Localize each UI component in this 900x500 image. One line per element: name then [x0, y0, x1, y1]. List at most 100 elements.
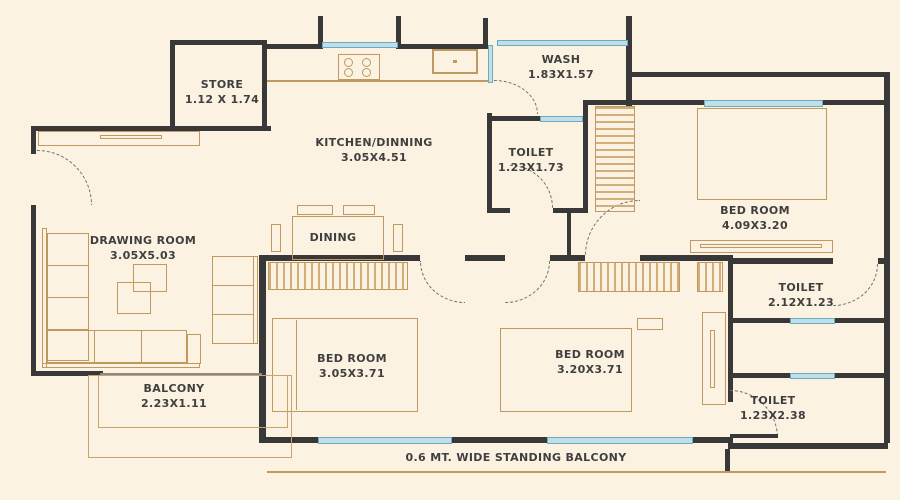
wardrobe [578, 262, 680, 292]
room-name: DRAWING ROOM [89, 234, 197, 247]
wall [262, 44, 267, 131]
balcony-parapet-wall [100, 373, 262, 376]
bed [500, 328, 632, 412]
sofa-armrest [187, 334, 201, 364]
room-label-bedroom-mid: BED ROOM 3.20X3.71 [555, 348, 625, 377]
wall [318, 16, 323, 49]
room-label-kitchen: KITCHEN/DINNING 3.05X4.51 [315, 136, 432, 165]
wall [728, 318, 790, 323]
window [540, 116, 583, 122]
wall [401, 44, 487, 49]
window [497, 40, 628, 46]
sofa-divider [94, 330, 95, 363]
cabinet [702, 312, 726, 405]
wall [835, 318, 886, 323]
wall [31, 126, 36, 154]
sofa-divider [47, 297, 89, 298]
note-text: 0.6 MT. WIDE STANDING BALCONY [405, 451, 627, 464]
room-dims: 4.09X3.20 [722, 218, 788, 232]
wall [878, 258, 886, 264]
room-dims: 2.12X1.23 [768, 295, 834, 309]
window [488, 45, 493, 83]
room-dims: 3.05X5.03 [110, 248, 176, 262]
sofa-two-seater [212, 256, 254, 344]
dining-chair [271, 224, 281, 252]
room-dims: 1.12 X 1.74 [184, 92, 260, 106]
room-name: TOILET [508, 146, 554, 159]
sofa-divider [212, 314, 254, 315]
room-name: DINING [309, 231, 357, 244]
wall [567, 210, 571, 257]
toilet-bottom-door-leaf [730, 434, 778, 438]
wall [259, 255, 266, 443]
room-label-toilet-bottom: TOILET 1.23X2.38 [740, 394, 806, 423]
wall [170, 40, 175, 131]
bed [697, 108, 827, 200]
stove-burner-icon [344, 58, 353, 67]
wall [452, 437, 547, 443]
stove-icon [338, 54, 380, 80]
room-name: WASH [541, 53, 581, 66]
kitchen-counter-edge [267, 80, 488, 82]
sofa-back [42, 363, 200, 368]
sofa-row-seats [47, 330, 187, 363]
wall [487, 113, 492, 213]
wall [835, 373, 884, 378]
room-label-drawing-room: DRAWING ROOM 3.05X5.03 [90, 234, 196, 263]
center-table [117, 282, 151, 314]
dresser [690, 240, 833, 253]
wall [483, 18, 488, 49]
room-dims: 3.20X3.71 [557, 362, 623, 376]
balcony-outer-outline [88, 375, 292, 458]
wash-door-arc [494, 80, 538, 114]
dining-table [292, 216, 384, 260]
bed-headboard-line [296, 320, 297, 410]
room-dims: 3.05X3.71 [319, 366, 385, 380]
room-label-store: STORE 1.12 X 1.74 [185, 78, 259, 107]
wall [640, 255, 733, 261]
wall [728, 260, 733, 402]
room-name: BED ROOM [555, 348, 625, 361]
wardrobe [697, 262, 723, 292]
wall [487, 208, 510, 213]
room-label-balcony: BALCONY 2.23X1.11 [141, 382, 207, 411]
stove-burner-icon [362, 58, 371, 67]
sofa-divider [141, 330, 142, 363]
dining-chair [393, 224, 403, 252]
dining-chair [343, 205, 375, 215]
sink-icon [432, 49, 478, 74]
wall [583, 105, 588, 213]
cabinet-slot [710, 330, 715, 388]
sofa-divider [212, 285, 254, 286]
standing-balcony-edge [267, 471, 886, 473]
toilet-mid-door-arc [833, 264, 878, 306]
wall [550, 255, 585, 261]
stove-burner-icon [344, 68, 353, 77]
entrance-door-arc [37, 150, 92, 205]
room-dims: 3.05X4.51 [341, 150, 407, 164]
nightstand [637, 318, 663, 330]
wall [170, 40, 267, 45]
shoe-cabinet-slot [100, 135, 162, 139]
room-label-bedroom-left: BED ROOM 3.05X3.71 [317, 352, 387, 381]
wall [31, 126, 271, 131]
window [322, 42, 398, 48]
room-dims: 2.23X1.11 [141, 396, 207, 410]
bedroom-left-door-arc [420, 261, 465, 303]
room-label-dining: DINING [310, 231, 357, 246]
wall [728, 443, 888, 449]
room-dims: 1.83X1.57 [528, 67, 594, 81]
wall [632, 72, 888, 77]
wardrobe [595, 106, 635, 212]
stove-burner-icon [362, 68, 371, 77]
wall [31, 205, 36, 376]
sink-drain-icon [453, 60, 457, 63]
room-name: BED ROOM [317, 352, 387, 365]
wall [465, 255, 505, 261]
wall [583, 100, 704, 105]
window [704, 100, 823, 107]
room-name: KITCHEN/DINNING [315, 136, 433, 149]
room-label-toilet-mid: TOILET 2.12X1.23 [768, 281, 834, 310]
shoe-cabinet [38, 131, 200, 146]
